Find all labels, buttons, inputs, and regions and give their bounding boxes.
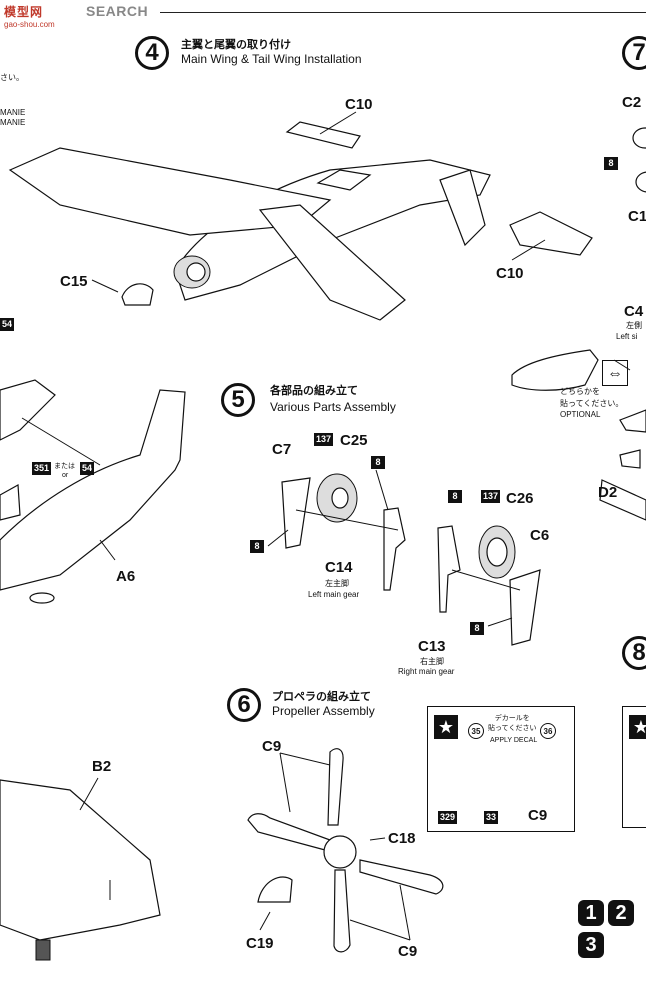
left-fragment-text: さい。 bbox=[0, 73, 24, 82]
part-label: C7 bbox=[272, 441, 292, 458]
part-label: C9 bbox=[528, 807, 548, 824]
step6-title-jp: プロペラの組み立て bbox=[272, 691, 371, 703]
page-number-3: 3 bbox=[578, 932, 604, 958]
step5-number: 5 bbox=[221, 383, 255, 417]
part-label: C2 bbox=[622, 94, 642, 111]
decal-number: 35 bbox=[468, 723, 484, 739]
step6-number: 6 bbox=[227, 688, 261, 722]
step7-number: 7 bbox=[622, 36, 646, 70]
part-label: C6 bbox=[530, 527, 550, 544]
step4-title-en: Main Wing & Tail Wing Installation bbox=[181, 52, 362, 66]
step6-propeller-drawing bbox=[247, 748, 444, 953]
step5-right-gear-drawing bbox=[437, 525, 541, 646]
left-number-box: 54 bbox=[80, 462, 95, 475]
part-label: C4 bbox=[624, 303, 644, 320]
part-number-box: 8 bbox=[371, 456, 385, 469]
part-label: C9 bbox=[398, 943, 418, 960]
left-fragment-text: MANIE bbox=[0, 118, 26, 127]
part-number-box: 8 bbox=[448, 490, 462, 503]
option-jp-2: 貼ってください。 bbox=[560, 399, 624, 408]
star-icon: ★ bbox=[629, 715, 646, 739]
right-gear-jp: 右主脚 bbox=[420, 657, 444, 666]
right-column-drawings bbox=[511, 127, 646, 521]
page-number-2: 2 bbox=[608, 900, 634, 926]
site-search-text: SEARCH bbox=[86, 3, 149, 19]
part-label: B2 bbox=[92, 758, 112, 775]
part-label: C18 bbox=[388, 830, 416, 847]
part-label: C9 bbox=[262, 738, 282, 755]
part-label: C13 bbox=[418, 638, 446, 655]
part-label: C14 bbox=[325, 559, 353, 576]
left-gear-en: Left main gear bbox=[308, 590, 360, 599]
part-number-box: 137 bbox=[314, 433, 334, 446]
step4-number: 4 bbox=[135, 36, 169, 70]
step8-number: 8 bbox=[622, 636, 646, 670]
step4-airplane-drawing bbox=[8, 111, 593, 321]
left-fragment-text: MANIE bbox=[0, 108, 26, 117]
left-side-jp: 左側 bbox=[626, 321, 642, 330]
top-rule bbox=[160, 12, 646, 13]
part-label: C15 bbox=[60, 273, 88, 290]
part-number-box: 8 bbox=[604, 157, 618, 170]
left-fragment-text: または bbox=[54, 463, 75, 470]
star-icon: ★ bbox=[434, 715, 458, 739]
optional-label: OPTIONAL bbox=[560, 410, 601, 419]
part-label: D2 bbox=[598, 484, 618, 501]
left-number-box: 351 bbox=[32, 462, 52, 475]
part-label: C26 bbox=[506, 490, 534, 507]
step5-title-en: Various Parts Assembly bbox=[270, 400, 396, 414]
part-label: C19 bbox=[246, 935, 274, 952]
left-wing-drawing bbox=[0, 777, 161, 961]
step5-left-gear-drawing bbox=[267, 469, 406, 591]
part-number-box: 329 bbox=[438, 811, 458, 824]
step5-title-jp: 各部品の組み立て bbox=[270, 385, 358, 397]
decal-jp: デカールを 貼ってください bbox=[488, 715, 537, 732]
option-jp: どちらかを bbox=[560, 387, 600, 396]
part-number-box: 8 bbox=[470, 622, 484, 635]
part-number-box: 8 bbox=[250, 540, 264, 553]
right-gear-en: Right main gear bbox=[398, 667, 455, 676]
part-number-box: 33 bbox=[484, 811, 499, 824]
decal-number: 36 bbox=[540, 723, 556, 739]
step4-title-jp: 主翼と尾翼の取り付け bbox=[181, 39, 291, 51]
part-label: C25 bbox=[340, 432, 368, 449]
part-label: C1 bbox=[628, 208, 646, 225]
left-side-en: Left si bbox=[616, 332, 638, 341]
left-gear-jp: 左主脚 bbox=[325, 579, 349, 588]
decal-instruction-box: ★ デカールを 貼ってください 35 36 APPLY DECAL 329 33… bbox=[427, 706, 575, 832]
left-number-box: 54 bbox=[0, 318, 15, 331]
swap-arrow-icon: ⇔ bbox=[602, 360, 628, 386]
site-url: gao-shou.com bbox=[4, 20, 55, 29]
part-number-box: 137 bbox=[481, 490, 501, 503]
left-fuselage-drawing bbox=[0, 379, 186, 604]
step6-title-en: Propeller Assembly bbox=[272, 704, 375, 718]
site-logo: 模型网 bbox=[4, 5, 44, 19]
part-label: C10 bbox=[345, 96, 373, 113]
part-label: C10 bbox=[496, 265, 524, 282]
decal-en: APPLY DECAL bbox=[490, 737, 538, 744]
page-number-1: 1 bbox=[578, 900, 604, 926]
left-fragment-text: or bbox=[62, 472, 69, 479]
right-decal-box: ★ bbox=[622, 706, 646, 828]
part-label: A6 bbox=[116, 568, 136, 585]
